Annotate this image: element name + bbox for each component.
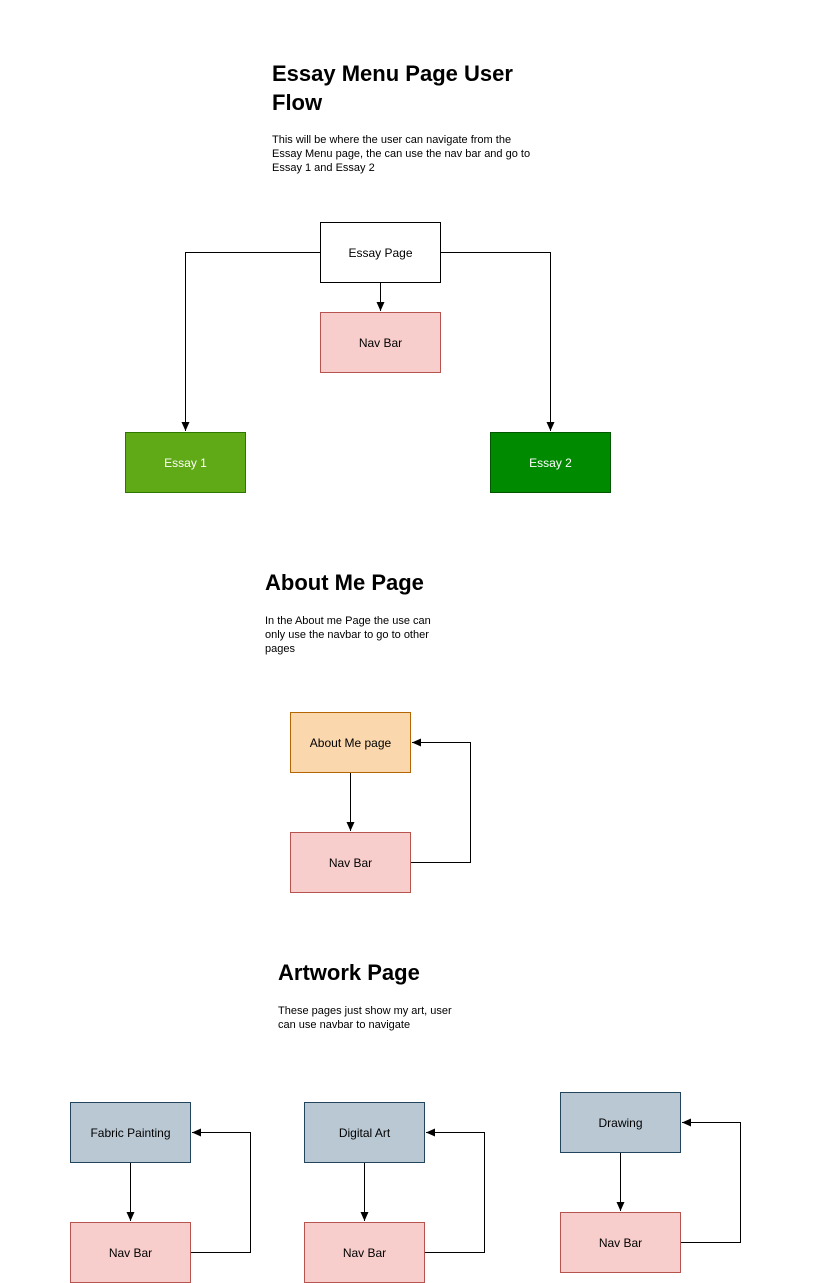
about-me-page-node[interactable]: About Me page: [290, 712, 411, 773]
essay-section-title: Essay Menu Page User Flow: [272, 61, 513, 115]
digital-art-node[interactable]: Digital Art: [304, 1102, 425, 1163]
drawing-nav-bar-label: Nav Bar: [598, 1235, 643, 1250]
drawing-node[interactable]: Drawing: [560, 1092, 681, 1153]
fabric-painting-label: Fabric Painting: [90, 1125, 171, 1140]
edge-essay-page-to-essay-2: [441, 252, 555, 431]
essay-1-label: Essay 1: [164, 455, 207, 470]
drawing-label: Drawing: [598, 1115, 643, 1130]
essay-2-label: Essay 2: [529, 455, 572, 470]
essay-section-description: This will be where the user can navigate…: [272, 134, 531, 174]
digital-nav-bar-label: Nav Bar: [342, 1245, 387, 1260]
edge-digital-nav-bar-to-digital: [425, 1128, 485, 1253]
edge-drawing-nav-bar-to-drawing: [681, 1118, 741, 1243]
essay-page-label: Essay Page: [348, 245, 413, 260]
digital-nav-bar-node[interactable]: Nav Bar: [304, 1222, 425, 1283]
about-nav-bar-label: Nav Bar: [328, 855, 373, 870]
essay-nav-bar-node[interactable]: Nav Bar: [320, 312, 441, 373]
edge-about-nav-bar-to-about-me: [411, 738, 471, 863]
essay-1-node[interactable]: Essay 1: [125, 432, 246, 493]
fabric-painting-node[interactable]: Fabric Painting: [70, 1102, 191, 1163]
artwork-section-description: These pages just show my art, user can u…: [278, 1005, 452, 1031]
artwork-section-title: Artwork Page: [278, 960, 420, 985]
essay-page-node[interactable]: Essay Page: [320, 222, 441, 283]
essay-2-node[interactable]: Essay 2: [490, 432, 611, 493]
fabric-nav-bar-label: Nav Bar: [108, 1245, 153, 1260]
about-section-description: In the About me Page the use can only us…: [265, 615, 431, 655]
about-me-page-label: About Me page: [309, 735, 392, 750]
about-section-title: About Me Page: [265, 570, 424, 595]
digital-art-label: Digital Art: [338, 1125, 391, 1140]
fabric-nav-bar-node[interactable]: Nav Bar: [70, 1222, 191, 1283]
essay-nav-bar-label: Nav Bar: [358, 335, 403, 350]
edge-fabric-nav-bar-to-fabric: [191, 1128, 251, 1253]
about-nav-bar-node[interactable]: Nav Bar: [290, 832, 411, 893]
drawing-nav-bar-node[interactable]: Nav Bar: [560, 1212, 681, 1273]
edge-essay-page-to-essay-1: [181, 252, 320, 431]
